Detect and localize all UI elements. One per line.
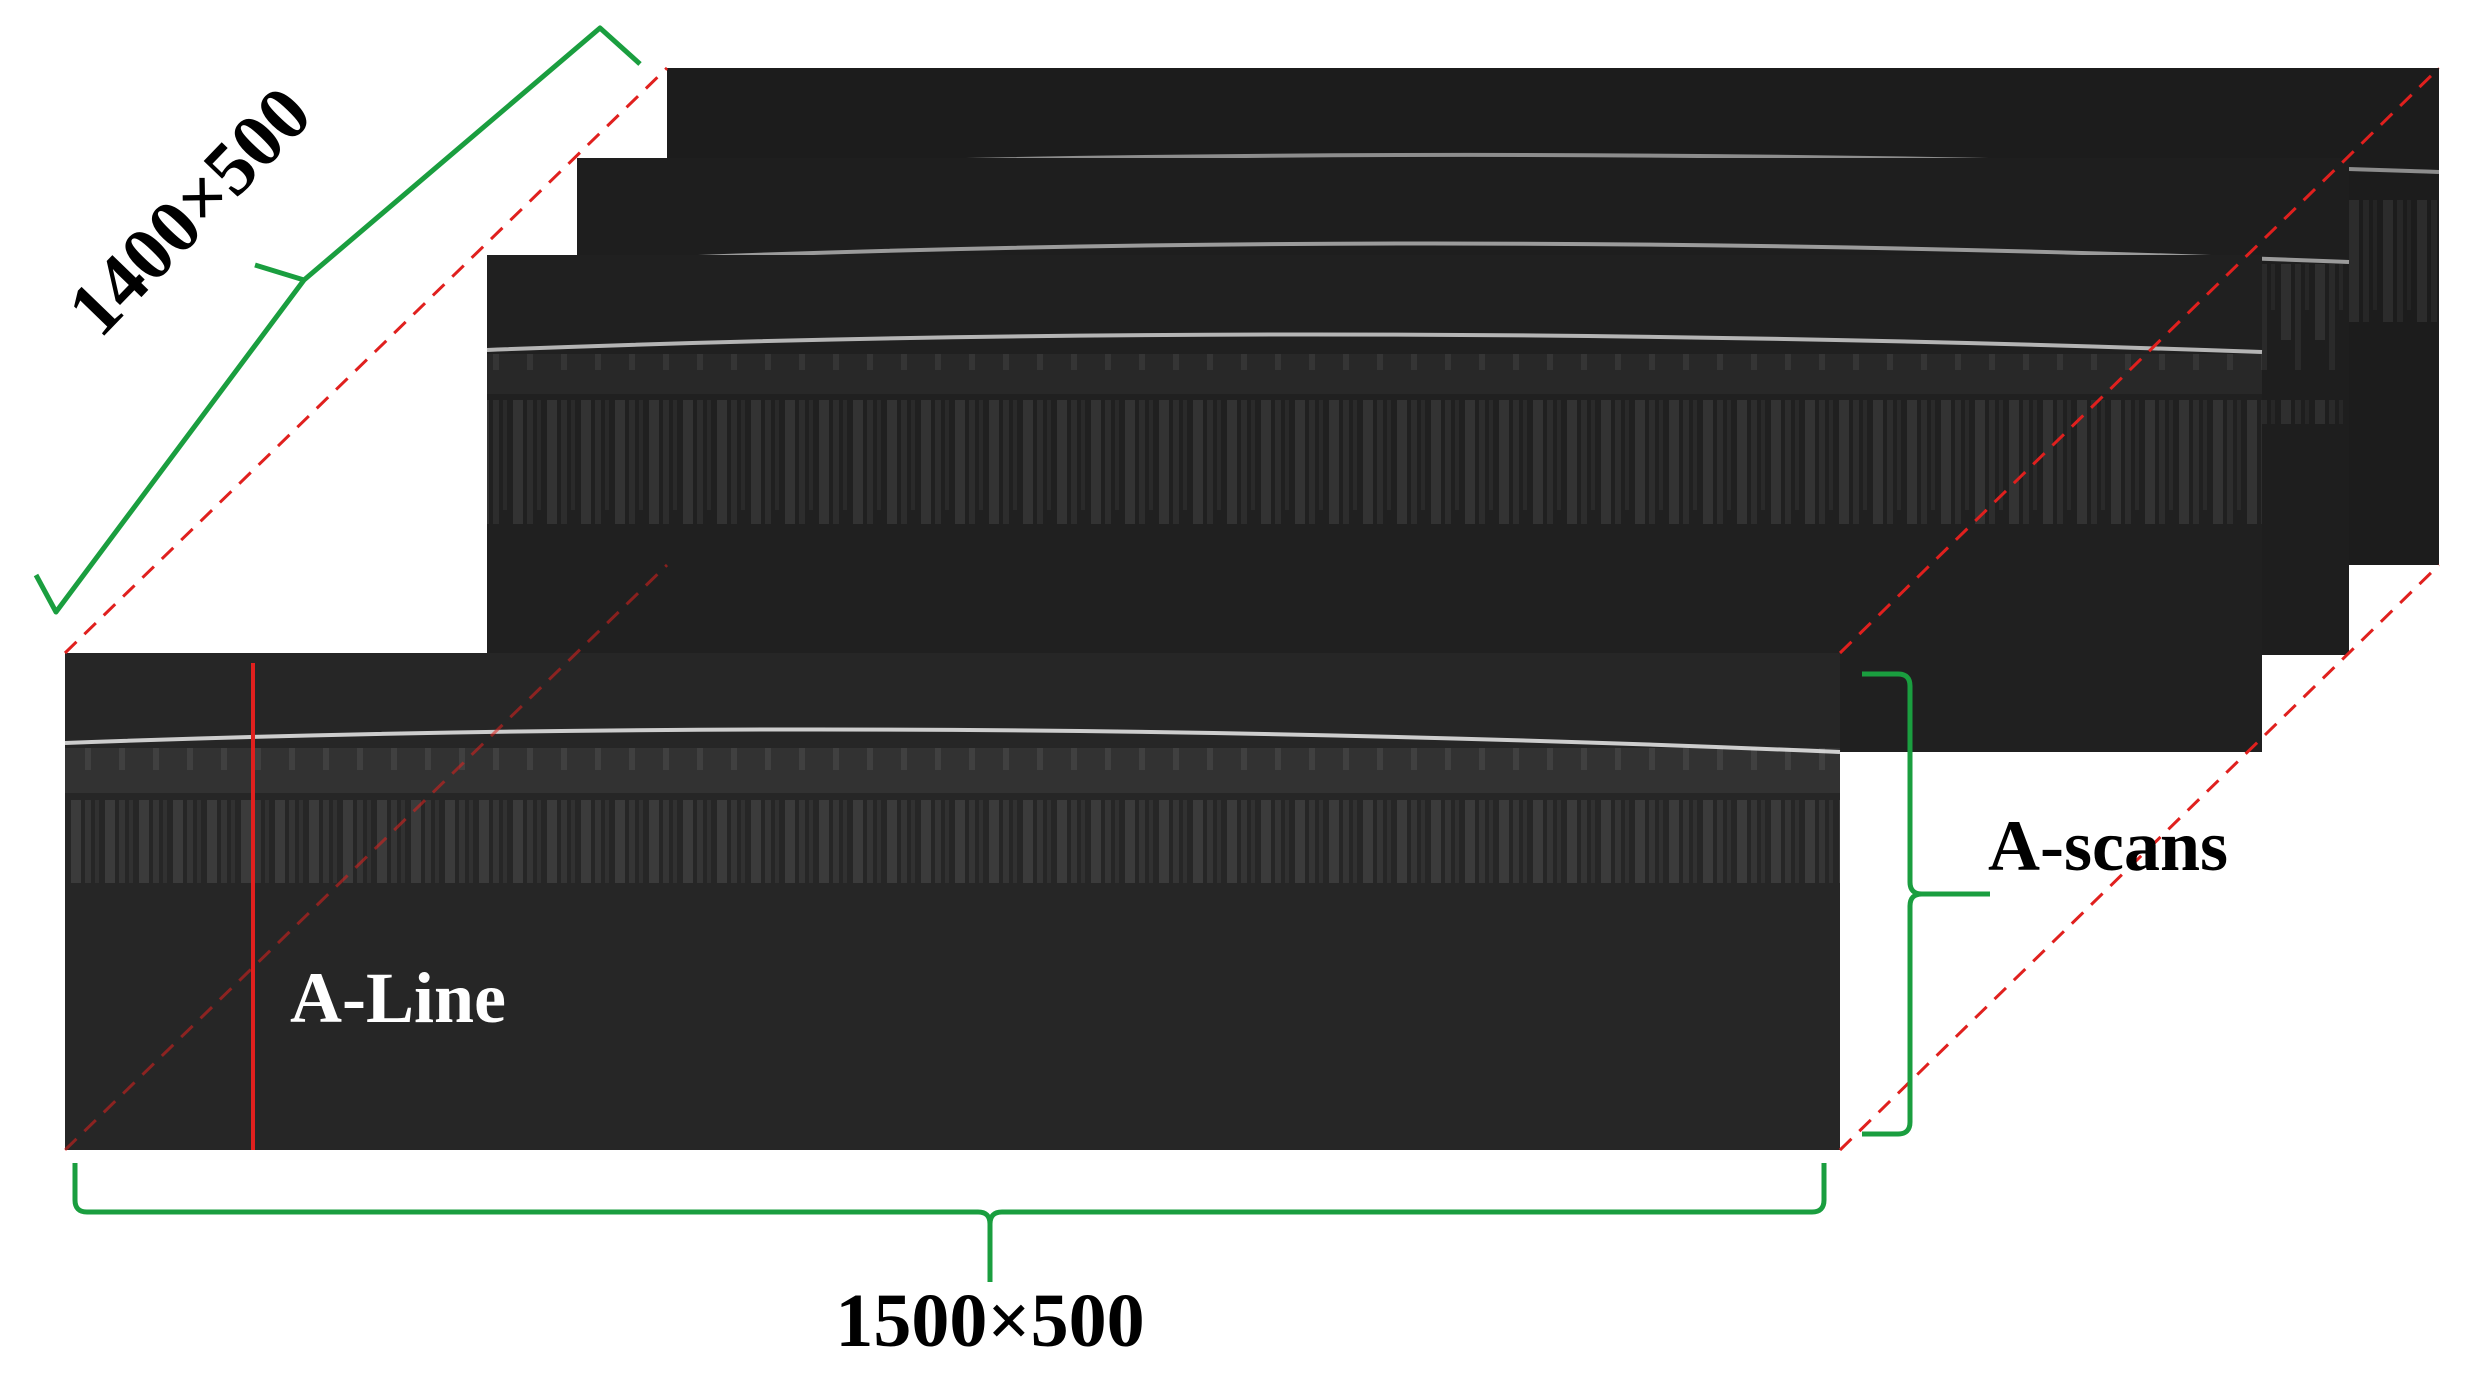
a-line-label: A-Line bbox=[290, 958, 506, 1038]
width-bracket bbox=[72, 1163, 1827, 1282]
slice-count-bracket bbox=[33, 25, 642, 615]
volume-outline bbox=[63, 66, 2441, 1152]
a-scans-label: A-scans bbox=[1988, 806, 2228, 886]
front-slice bbox=[64, 653, 1841, 1150]
depth-bracket bbox=[1862, 671, 1990, 1137]
front-slice-size-label: 1500×500 bbox=[835, 1279, 1144, 1363]
